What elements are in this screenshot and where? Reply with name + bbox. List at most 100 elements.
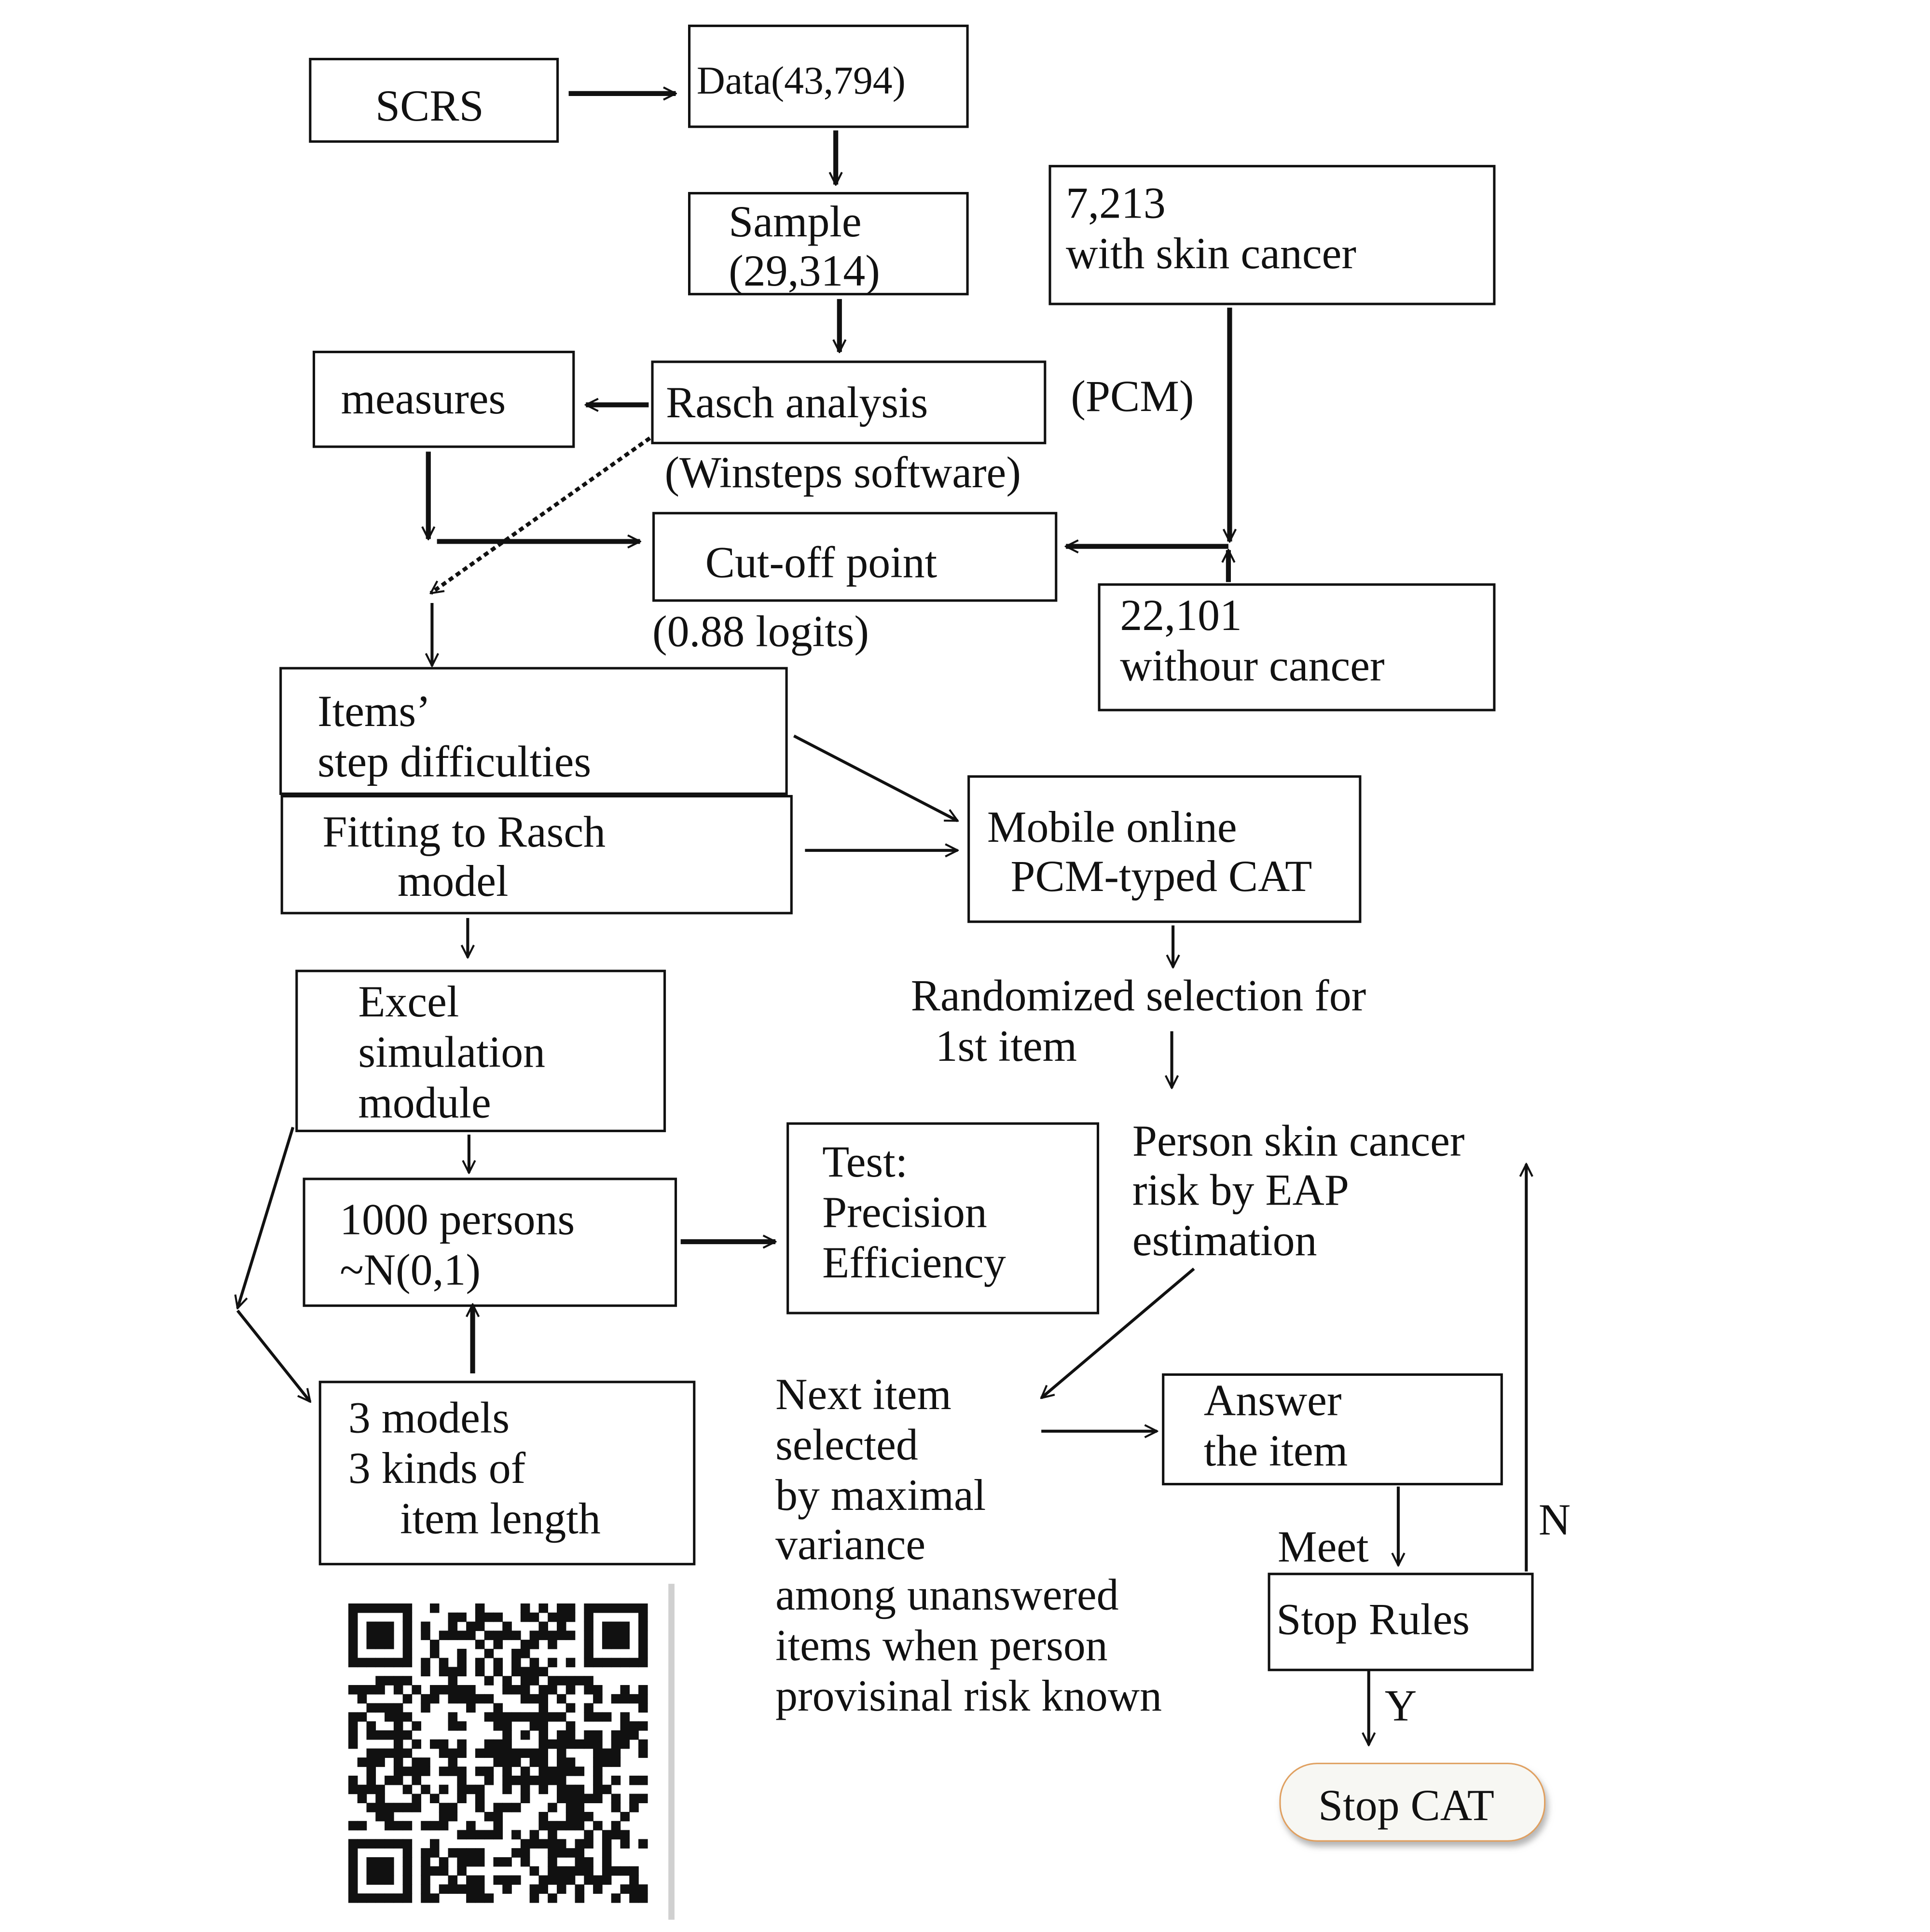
qr-module [511, 1631, 521, 1640]
qr-module [538, 1603, 548, 1613]
qr-module [429, 1821, 440, 1831]
qr-module [620, 1712, 630, 1722]
qr-module [402, 1784, 413, 1795]
qr-module [402, 1603, 413, 1613]
node-without-cancer-line-1: 22,101 [1120, 590, 1242, 640]
qr-module [366, 1784, 376, 1795]
winsteps-annotation: (Winsteps software) [665, 448, 1021, 497]
qr-module [393, 1748, 403, 1758]
qr-module [502, 1676, 512, 1685]
qr-module [548, 1739, 557, 1749]
qr-module [457, 1866, 467, 1876]
qr-module [421, 1884, 430, 1894]
qr-module [366, 1893, 376, 1903]
qr-module [457, 1884, 467, 1894]
qr-module [457, 1830, 467, 1840]
qr-module [448, 1676, 458, 1685]
qr-module [575, 1821, 585, 1831]
qr-module [402, 1866, 413, 1876]
qr-module [402, 1821, 413, 1831]
qr-module [366, 1803, 376, 1812]
qr-module [575, 1794, 585, 1804]
qr-module [511, 1848, 521, 1858]
qr-module [439, 1739, 449, 1749]
qr-module [402, 1848, 413, 1858]
qr-module [385, 1803, 394, 1812]
qr-module [375, 1658, 385, 1668]
qr-module [502, 1757, 512, 1767]
qr-module [348, 1640, 358, 1649]
qr-module [593, 1730, 603, 1740]
qr-module [421, 1857, 430, 1867]
qr-module [511, 1685, 521, 1695]
node-models-line-3: item length [400, 1494, 601, 1543]
qr-code-icon [322, 1584, 675, 1920]
qr-module [421, 1821, 430, 1831]
qr-module [393, 1721, 403, 1731]
qr-module [556, 1848, 566, 1858]
qr-module [502, 1721, 512, 1731]
qr-module [385, 1640, 394, 1649]
qr-module [575, 1848, 585, 1858]
node-fitting-line-2: model [398, 856, 509, 905]
node-excel-line-3: module [358, 1078, 491, 1127]
qr-module [502, 1631, 512, 1640]
qr-module [385, 1857, 394, 1867]
node-stop-rules: Stop Rules [1268, 1573, 1534, 1672]
qr-module [466, 1830, 476, 1840]
qr-module [366, 1730, 376, 1740]
qr-module [421, 1703, 430, 1713]
dotted-rasch-to-items [431, 436, 651, 595]
qr-module [375, 1875, 385, 1885]
qr-module [475, 1848, 485, 1858]
qr-module [484, 1694, 494, 1704]
node-models-line-2: 3 kinds of [348, 1443, 526, 1493]
qr-module [584, 1648, 593, 1658]
qr-module [538, 1767, 548, 1776]
qr-module [584, 1658, 593, 1668]
qr-module [448, 1848, 458, 1858]
qr-module [511, 1667, 521, 1677]
qr-module [629, 1730, 639, 1740]
qr-module [575, 1767, 585, 1776]
node-stop-rules-label: Stop Rules [1276, 1595, 1470, 1644]
qr-module [385, 1603, 394, 1613]
qr-module [429, 1839, 440, 1849]
node-with-skin-cancer-line-2: with skin cancer [1066, 229, 1356, 278]
qr-module [421, 1631, 430, 1640]
qr-module [385, 1730, 394, 1740]
qr-module [538, 1748, 548, 1758]
qr-module [448, 1612, 458, 1622]
next-item-line-3: by maximal [775, 1470, 986, 1520]
qr-module [602, 1621, 612, 1631]
node-3-models: 3 models 3 kinds of item length [318, 1381, 696, 1565]
qr-module [620, 1685, 630, 1695]
qr-module [466, 1848, 476, 1858]
qr-module [602, 1757, 612, 1767]
qr-module [421, 1784, 430, 1795]
qr-module [556, 1767, 566, 1776]
qr-module [548, 1830, 557, 1840]
qr-module [629, 1875, 639, 1885]
arrow-items-to-mobile [793, 734, 957, 822]
node-sample-line-1: Sample [729, 197, 861, 246]
qr-module [529, 1676, 539, 1685]
qr-module [366, 1875, 376, 1885]
qr-module [538, 1667, 548, 1677]
qr-module [556, 1748, 566, 1758]
qr-module [575, 1857, 585, 1867]
qr-module [393, 1603, 403, 1613]
qr-module [565, 1784, 576, 1795]
qr-module [638, 1612, 648, 1622]
qr-module [402, 1767, 413, 1776]
qr-module [366, 1839, 376, 1849]
qr-module [429, 1893, 440, 1903]
qr-module [556, 1730, 566, 1740]
qr-module [602, 1640, 612, 1649]
arrow-excel-left-down [237, 1126, 295, 1308]
qr-module [421, 1893, 430, 1903]
qr-module [548, 1875, 557, 1885]
qr-module [385, 1748, 394, 1758]
qr-module [529, 1721, 539, 1731]
qr-module [511, 1648, 521, 1658]
